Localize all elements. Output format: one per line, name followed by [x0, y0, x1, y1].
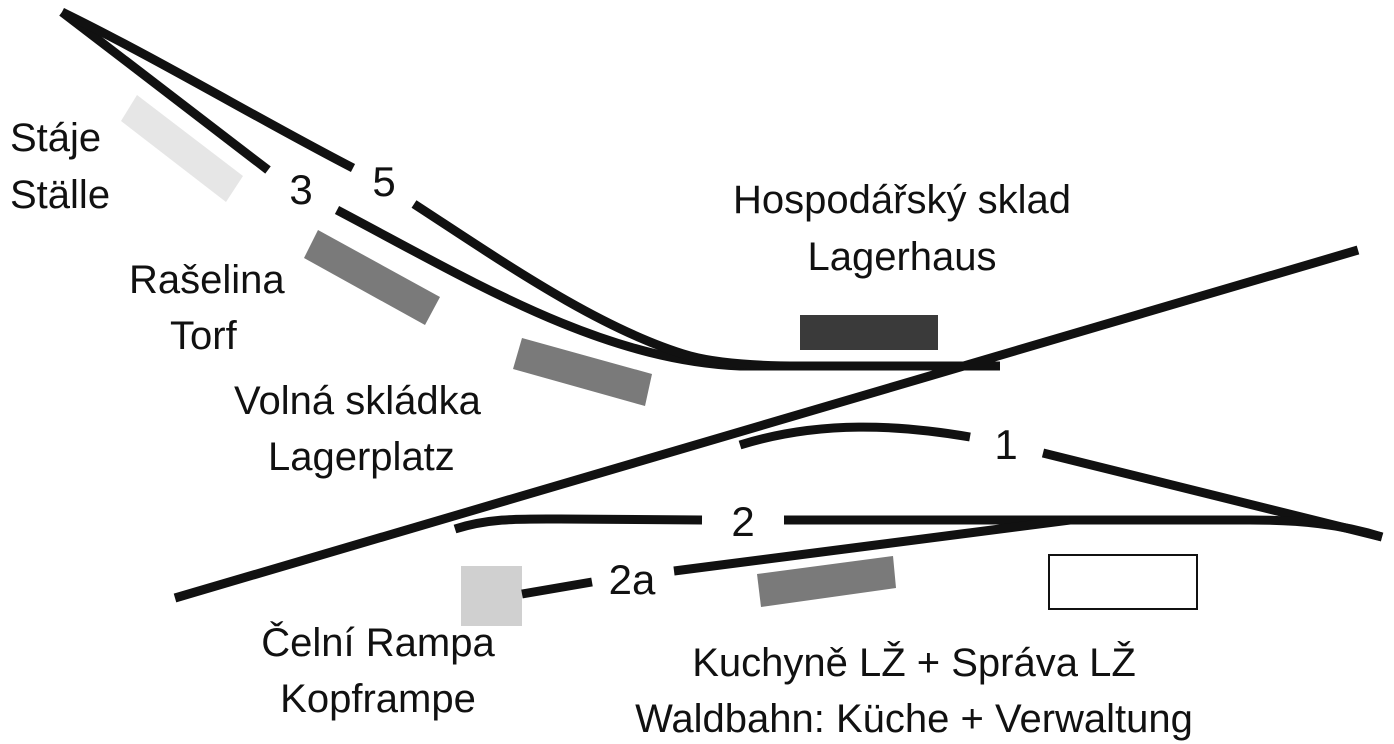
warehouse-building [800, 315, 938, 350]
track-5 [60, 7, 356, 172]
head-ramp-label-cz: Čelní Rampa [261, 620, 495, 665]
track-2a [673, 515, 1071, 576]
peat-label-cz: Rašelina [129, 258, 285, 302]
warehouse-label-de: Lagerhaus [807, 235, 996, 279]
head-ramp-label-de: Kopframpe [280, 677, 476, 721]
track-number-2: 2 [731, 498, 754, 545]
stables-label-cz: Stáje [10, 116, 101, 160]
tracks [59, 7, 1384, 603]
stables-building [121, 95, 243, 202]
stables-label-de: Ställe [10, 173, 110, 217]
admin-building [1048, 554, 1198, 610]
track-1 [738, 422, 971, 450]
track-2-east [784, 515, 1384, 542]
kitchen-admin-label-cz: Kuchyně LŽ + Správa LŽ [692, 640, 1136, 685]
track-2a-spur [521, 577, 593, 599]
warehouse-label-cz: Hospodářský sklad [733, 178, 1071, 222]
kitchen-admin-label-de: Waldbahn: Küche + Verwaltung [635, 697, 1193, 741]
track-number-5: 5 [372, 158, 395, 205]
track-2-west [453, 514, 703, 534]
open-storage-label-de: Lagerplatz [268, 435, 455, 479]
peat-label-de: Torf [170, 314, 238, 358]
kitchen-siding-building [757, 556, 896, 607]
track-number-3: 3 [289, 166, 312, 213]
open-storage-area [513, 338, 652, 406]
track-number-2a: 2a [609, 556, 656, 603]
peat-storage [304, 230, 440, 325]
track-number-1: 1 [994, 421, 1017, 468]
track-5-lower [411, 200, 801, 371]
head-ramp [461, 566, 522, 626]
main-line [173, 245, 1360, 603]
track-3 [59, 8, 271, 174]
open-storage-label-cz: Volná skládka [234, 379, 482, 423]
